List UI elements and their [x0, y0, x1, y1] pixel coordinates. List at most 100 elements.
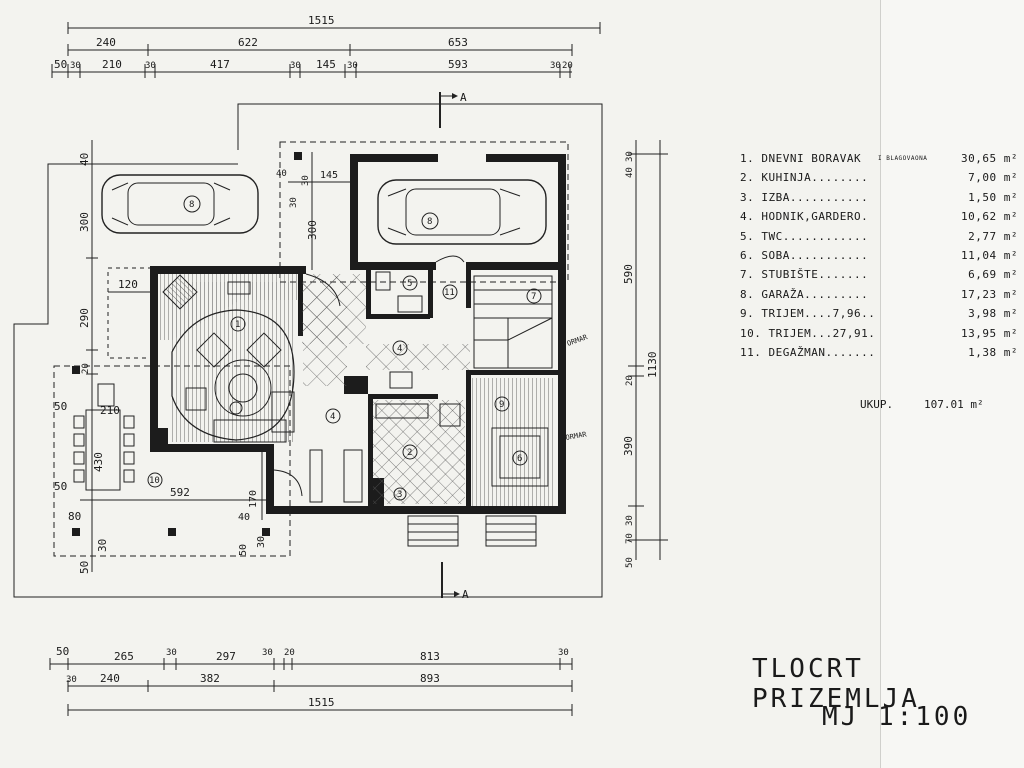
- dim-right-30: 30: [625, 151, 635, 162]
- legend-row-5: 5. TWC............ 2,77 m²: [740, 230, 1022, 249]
- legend-name: 1. DNEVNI BORAVAK: [740, 152, 862, 165]
- legend-row-4: 4. HODNIK,GARDERO. 10,62 m²: [740, 210, 1022, 229]
- pillars: [72, 152, 302, 536]
- dim-bottom-20: 20: [284, 648, 295, 658]
- top-dimensions: 1515 240 622 653 50 30 210 30 417 30 145…: [51, 14, 601, 78]
- legend-row-6: 6. SOBA........... 11,04 m²: [740, 249, 1022, 268]
- car-outdoor: 8: [101, 174, 259, 234]
- legend-name: 2. KUHINJA........: [740, 171, 869, 185]
- drawing-title: TLOCRT PRIZEMLJA: [752, 654, 920, 714]
- dim-right-50: 50: [625, 557, 635, 568]
- dim-right-390: 390: [622, 436, 635, 456]
- legend-name: 4. HODNIK,GARDERO.: [740, 210, 869, 224]
- legend-row-9: 9. TRIJEM....7,96.. 3,98 m²: [740, 307, 1022, 326]
- legend-area: 13,95 m²: [961, 326, 1018, 340]
- legend-name: 7. STUBIŠTE.......: [740, 268, 869, 282]
- dim-right-590: 590: [622, 264, 635, 284]
- living-room-furniture: 1: [162, 274, 295, 443]
- floor-fills: [158, 274, 556, 506]
- annotation-ormar-1: ORMAR: [566, 333, 589, 348]
- dim-inner-40: 40: [276, 169, 287, 179]
- left-dimensions: 40 300 290 120 20 50 210 430 50 80 30 50: [54, 140, 150, 574]
- dim-right-30b: 30: [625, 515, 635, 526]
- section-a-bottom-label: A: [462, 588, 469, 601]
- legend-row-8: 8. GARAŽA......... 17,23 m²: [740, 288, 1022, 307]
- dim-right-70: 70: [625, 533, 635, 544]
- right-dimensions: 30 40 590 20 390 30 70 50 1130: [622, 140, 668, 568]
- section-mark-top: A: [439, 91, 467, 128]
- room-marker-8a: 8: [189, 200, 194, 210]
- legend-area: 10,62 m²: [961, 210, 1018, 224]
- dim-top-622: 622: [238, 36, 258, 49]
- annotation-ormar-2: ORMAR: [565, 430, 588, 442]
- dim-inner-30b: 30: [289, 197, 299, 208]
- room-marker-5: 5: [407, 279, 412, 289]
- bottom-dimensions: 50 265 30 297 30 20 813 30 30 240 382 89…: [49, 645, 573, 716]
- drawing-scale: MJ 1:100: [822, 702, 972, 732]
- legend-row-2: 2. KUHINJA........ 7,00 m²: [740, 171, 1022, 190]
- dim-left-50a: 50: [54, 400, 67, 413]
- legend-name: 9. TRIJEM....7,96..: [740, 307, 876, 321]
- legend-row-1: 1. DNEVNI BORAVAK I BLAGOVAONA 30,65 m²: [740, 152, 1022, 171]
- dim-inner-170: 170: [248, 490, 259, 508]
- dim-inner-145: 145: [320, 170, 338, 181]
- dim-bottom-240: 240: [100, 672, 120, 685]
- total-area: 107.01 m²: [924, 398, 984, 411]
- dim-left-50b: 50: [54, 480, 67, 493]
- dim-left-80: 80: [68, 510, 81, 523]
- room-marker-4b: 4: [330, 412, 335, 422]
- dim-right-40: 40: [625, 167, 635, 178]
- car-garage: 8: [377, 179, 547, 245]
- dim-top-593: 593: [448, 58, 468, 71]
- dim-bottom-813: 813: [420, 650, 440, 663]
- dim-left-50c: 50: [78, 561, 91, 574]
- dim-left-20: 20: [81, 363, 91, 374]
- dim-top-240: 240: [96, 36, 116, 49]
- dim-top-30c: 30: [290, 61, 301, 71]
- dim-top-417: 417: [210, 58, 230, 71]
- room-marker-10: 10: [149, 476, 160, 486]
- legend-name: 11. DEGAŽMAN.......: [740, 345, 876, 359]
- dim-inner-30c: 30: [256, 536, 267, 548]
- dim-inner-592: 592: [170, 486, 190, 499]
- dim-left-290: 290: [78, 308, 91, 328]
- room-marker-9: 9: [499, 400, 504, 410]
- dim-top-210: 210: [102, 58, 122, 71]
- dim-inner-300: 300: [306, 220, 319, 240]
- walls: [150, 154, 566, 514]
- dim-left-30: 30: [96, 539, 109, 552]
- legend-row-3: 3. IZBA........... 1,50 m²: [740, 191, 1022, 210]
- section-mark-bottom: A: [441, 562, 469, 601]
- dim-bottom-30b: 30: [262, 648, 273, 658]
- total-label: UKUP.: [860, 398, 894, 411]
- room-marker-6: 6: [517, 454, 522, 464]
- dim-bottom-30c: 30: [558, 648, 569, 658]
- dim-top-30d: 30: [347, 61, 358, 71]
- paper-fold: [880, 0, 1024, 768]
- legend-area: 1,50 m²: [968, 190, 1018, 204]
- section-a-top-label: A: [460, 91, 467, 104]
- legend-area: 17,23 m²: [961, 287, 1018, 301]
- legend-area: 7,00 m²: [968, 171, 1018, 185]
- legend-row-7: 7. STUBIŠTE....... 6,69 m²: [740, 268, 1022, 287]
- dim-right-20: 20: [625, 375, 635, 386]
- legend-area: 30,65 m²: [961, 152, 1018, 165]
- legend-area: 1,38 m²: [968, 345, 1018, 359]
- dim-inner-50: 50: [238, 544, 249, 556]
- legend-name: 5. TWC............: [740, 229, 869, 243]
- room-marker-11: 11: [444, 288, 455, 298]
- room-marker-1: 1: [235, 320, 240, 330]
- dim-left-430: 430: [92, 452, 105, 472]
- dim-left-40: 40: [78, 153, 91, 166]
- legend-name: 10. TRIJEM...27,91.: [740, 326, 876, 340]
- dim-inner-30: 30: [301, 175, 311, 186]
- dim-bottom-30d: 30: [66, 675, 77, 685]
- legend-area: 11,04 m²: [961, 248, 1018, 262]
- dim-left-120: 120: [118, 278, 138, 291]
- legend-row-10: 10. TRIJEM...27,91. 13,95 m²: [740, 327, 1022, 346]
- dim-top-total: 1515: [308, 14, 335, 27]
- legend-area: 3,98 m²: [968, 307, 1018, 321]
- legend-area: 6,69 m²: [968, 268, 1018, 282]
